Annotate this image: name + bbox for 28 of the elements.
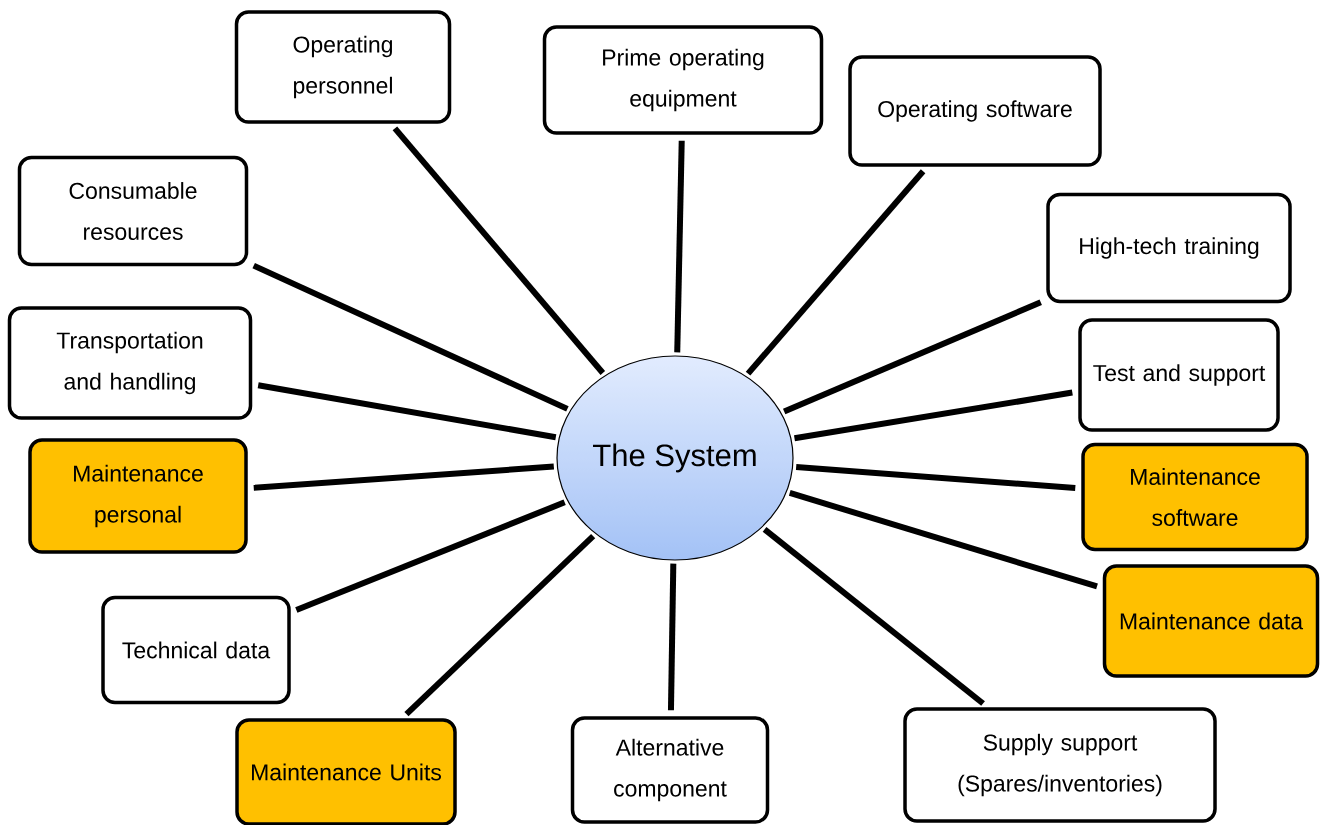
connector-line [257,382,557,441]
connector-line [762,527,985,706]
element-box: Supply support (Spares/inventories) [903,707,1217,823]
element-box: Operating software [848,55,1102,167]
connector-line [788,490,1098,590]
connector-line [745,169,926,376]
connector-line [392,126,606,375]
connector-line [253,463,555,491]
connector-line [404,533,596,717]
element-box: Consumable resources [17,155,249,267]
element-box: Operating personnel [234,10,452,124]
connector-line [674,140,685,353]
element-box: Maintenance personal [28,438,248,554]
element-box: High-tech training [1046,192,1292,304]
connector-line [783,299,1042,415]
element-box: Maintenance data [1102,564,1320,678]
element-box: Test and support [1078,318,1280,432]
connector-line [795,464,1076,492]
element-box: Maintenance Units [235,718,457,825]
element-box: Alternative component [570,716,770,824]
element-box: Technical data [101,595,291,705]
element-box: Transportation and handling [7,306,253,420]
connector-line [794,389,1073,442]
element-box: Prime operating equipment [542,25,824,135]
connector-line [252,262,569,412]
connector-line [667,563,677,711]
element-box: Maintenance software [1081,442,1309,552]
connector-line [295,499,566,613]
